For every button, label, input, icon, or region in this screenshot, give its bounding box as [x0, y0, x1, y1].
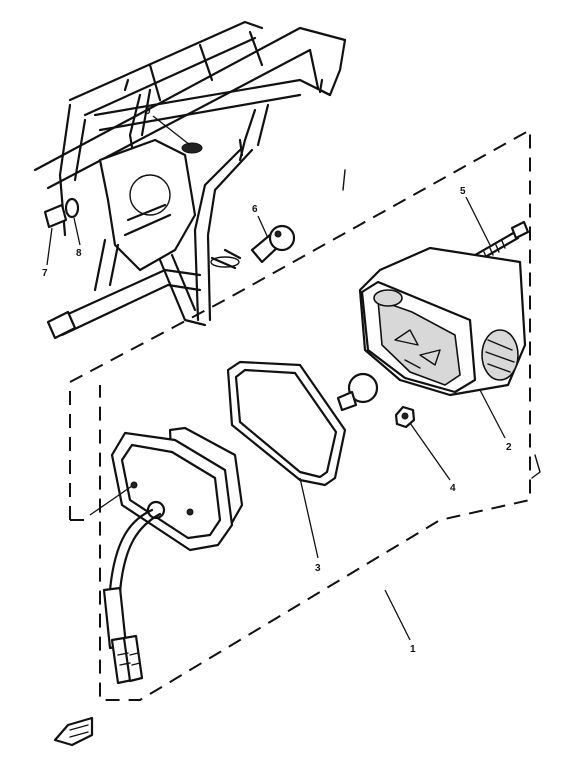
callout-7: 7	[42, 268, 48, 279]
callout-3: 3	[315, 563, 321, 574]
socket-bulb	[250, 224, 296, 264]
gasket	[226, 360, 347, 487]
assembly-outline	[69, 128, 531, 701]
callout-8: 8	[76, 248, 82, 259]
vehicle-frame	[33, 20, 347, 340]
callout-4: 4	[450, 483, 456, 494]
leader-lines	[46, 115, 541, 641]
bulb	[336, 372, 379, 412]
callout-labels: 9 8 7 6 5 2 4 3 1	[42, 106, 512, 655]
front-arrow-icon	[53, 716, 94, 747]
tail-light-lens	[358, 246, 527, 397]
callout-5: 5	[460, 186, 466, 197]
callout-9: 9	[145, 106, 151, 117]
nut	[394, 405, 416, 429]
tail-light-housing	[102, 426, 244, 685]
callout-6: 6	[252, 204, 258, 215]
callout-1: 1	[410, 644, 416, 655]
callout-2: 2	[506, 442, 512, 453]
